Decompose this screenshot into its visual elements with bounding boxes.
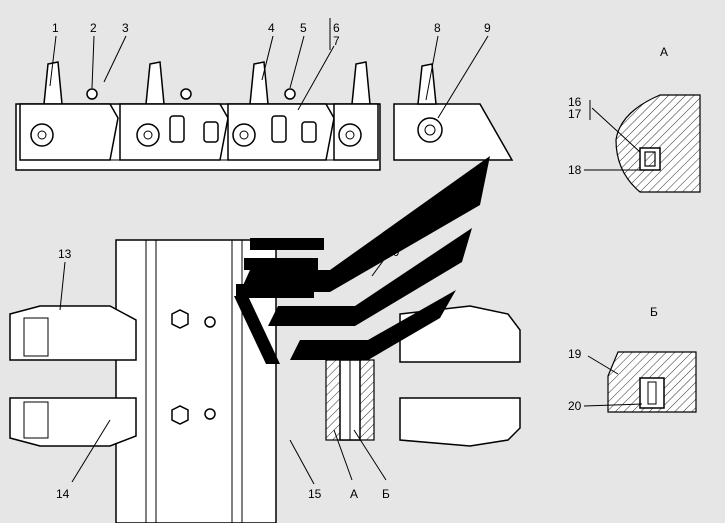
callout-4: 4 [268, 21, 275, 35]
callout-17: 17 [568, 107, 582, 121]
section-b-title: Б [650, 305, 658, 319]
callout-14: 14 [56, 487, 70, 501]
section-b-detail [607, 351, 697, 413]
shoe-14 [9, 397, 137, 447]
section-a-title: А [660, 45, 668, 59]
callout-1: 1 [52, 21, 59, 35]
callout-15: 15 [308, 487, 322, 501]
callout-7: 7 [333, 34, 340, 48]
section-a-detail [615, 94, 701, 193]
callout-18: 18 [568, 163, 582, 177]
callout-13: 13 [58, 247, 72, 261]
grouser-1 [43, 61, 63, 105]
shoe-13 [9, 305, 137, 361]
callout-5: 5 [300, 21, 307, 35]
watermark-logo [234, 156, 490, 364]
callout-20: 20 [568, 399, 582, 413]
callout-10: 10 [386, 245, 400, 259]
end-link [393, 103, 514, 161]
track-chain-top-view [15, 61, 514, 171]
callout-3: 3 [122, 21, 129, 35]
section-a-marker: А [350, 487, 358, 501]
grouser-4 [351, 61, 371, 105]
callout-labels: 1 2 3 4 5 6 7 8 9 10 13 14 15 16 17 18 1… [52, 21, 668, 501]
callout-9: 9 [484, 21, 491, 35]
callout-19: 19 [568, 347, 582, 361]
pin-bosses [30, 123, 362, 147]
callout-8: 8 [434, 21, 441, 35]
callout-2: 2 [90, 21, 97, 35]
callout-6: 6 [333, 21, 340, 35]
section-b-marker: Б [382, 487, 390, 501]
grouser-2 [145, 61, 165, 105]
callout-16: 16 [568, 95, 582, 109]
leader-lines [49, 18, 643, 485]
